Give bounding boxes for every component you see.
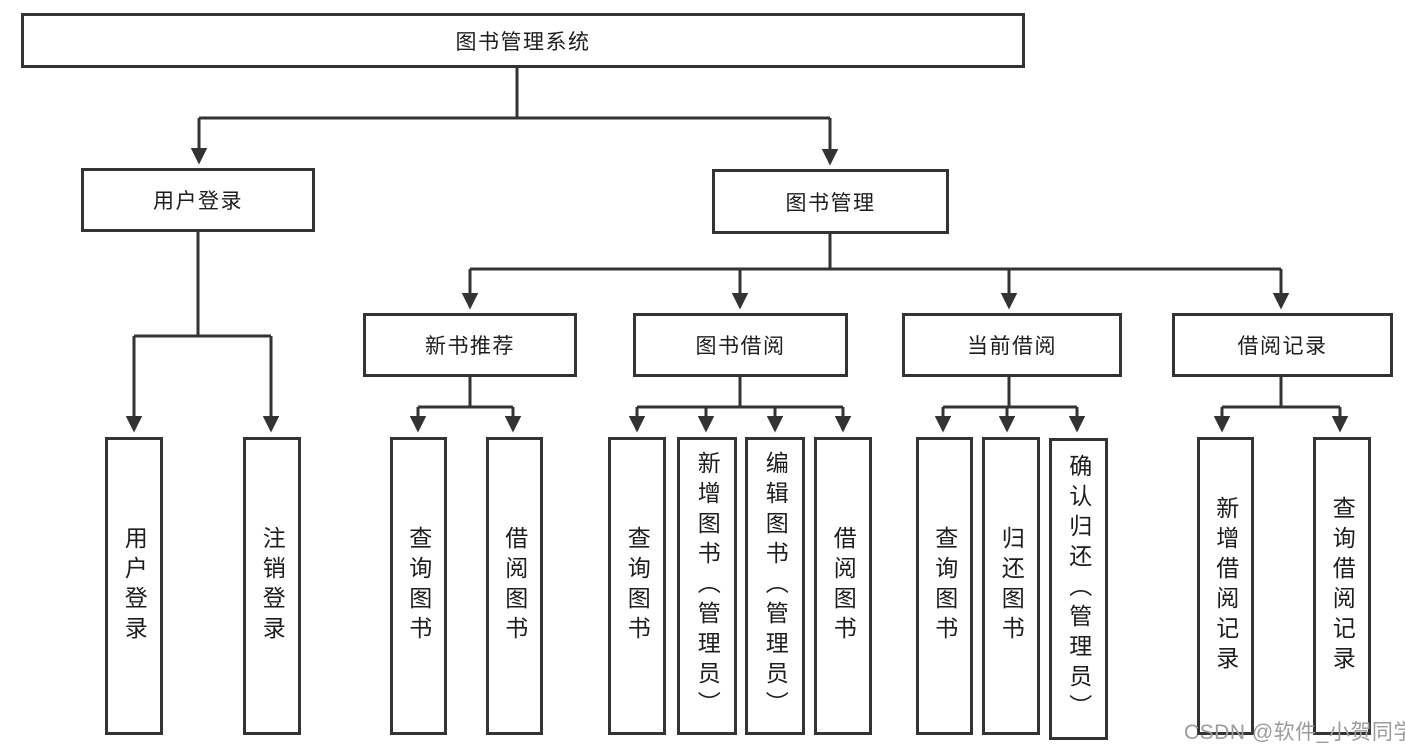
leaf-borrowing-borrow-books: 借阅图书 <box>814 437 872 735</box>
leaf-query-borrow-record: 查询借阅记录 <box>1313 437 1371 735</box>
leaf-logout: 注销登录 <box>243 437 301 735</box>
leaf-edit-books-admin: 编辑图书（管理员） <box>745 437 805 735</box>
leaf-user-login: 用户登录 <box>105 437 163 735</box>
leaf-recommend-borrow-books: 借阅图书 <box>486 437 543 735</box>
node-book-management: 图书管理 <box>712 169 949 234</box>
node-book-borrowing: 图书借阅 <box>633 313 848 377</box>
node-library-management-system: 图书管理系统 <box>21 13 1025 68</box>
node-user-login: 用户登录 <box>81 168 315 232</box>
leaf-return-books: 归还图书 <box>982 437 1040 735</box>
leaf-current-query-books: 查询图书 <box>916 437 973 735</box>
node-current-borrowing: 当前借阅 <box>902 313 1122 377</box>
leaf-add-books-admin: 新增图书（管理员） <box>677 437 737 735</box>
node-borrowing-records: 借阅记录 <box>1172 313 1393 377</box>
leaf-borrowing-query-books: 查询图书 <box>608 437 666 735</box>
node-new-book-recommendation: 新书推荐 <box>363 313 577 377</box>
leaf-recommend-query-books: 查询图书 <box>390 437 447 735</box>
csdn-watermark: CSDN @软件_小贺同学 <box>1184 721 1405 744</box>
leaf-add-borrow-record: 新增借阅记录 <box>1197 437 1254 735</box>
leaf-confirm-return-admin: 确认归还（管理员） <box>1049 438 1108 740</box>
